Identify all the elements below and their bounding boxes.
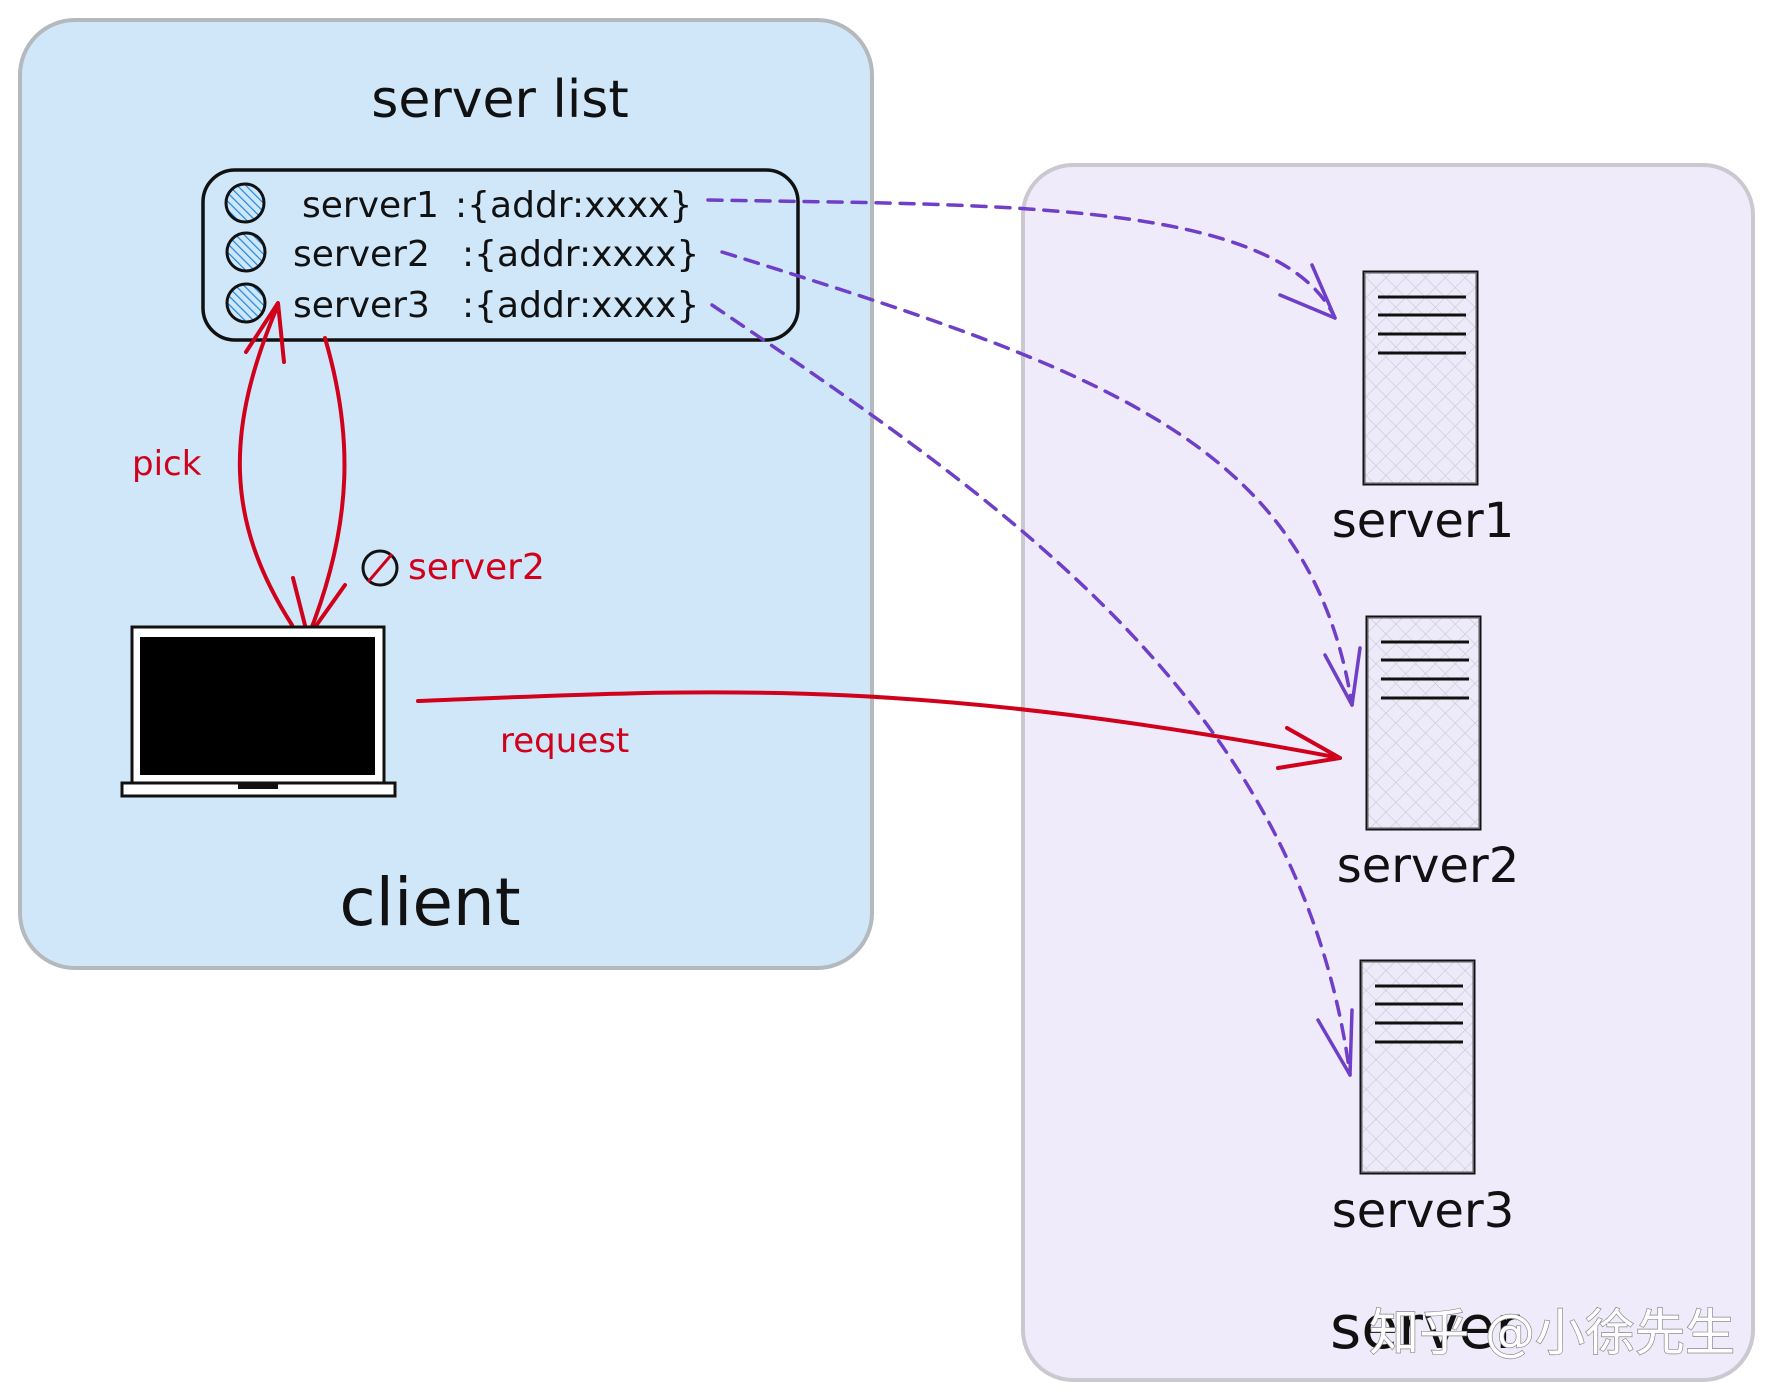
list-item-value: :{addr:xxxx} <box>455 185 692 226</box>
server2-label: server2 <box>1337 838 1519 894</box>
server-status-icon <box>225 282 267 324</box>
server2-icon <box>1365 615 1482 831</box>
dashed-arrowheads <box>1278 263 1362 1077</box>
pick-up-arrowhead <box>244 301 286 364</box>
server3-label: server3 <box>1332 1183 1514 1239</box>
pick-up-arrow <box>237 303 294 627</box>
list-item-value: :{addr:xxxx} <box>462 234 699 275</box>
picked-server-icon <box>361 549 399 587</box>
server-panel-label: server <box>1330 1293 1520 1363</box>
dashed-arrows <box>706 198 1354 1077</box>
list-item-server3: server3 :{addr:xxxx} <box>225 282 699 326</box>
server3-icon <box>1359 959 1476 1175</box>
arrow-to-server1 <box>706 198 1337 320</box>
list-item-server1: server1 :{addr:xxxx} <box>224 182 692 226</box>
list-item-name: server3 <box>293 285 430 326</box>
pick-down-arrow <box>306 336 347 639</box>
pick-label: pick <box>132 444 202 484</box>
server1-label: server1 <box>1332 493 1514 549</box>
request-arrow <box>416 690 1342 770</box>
client-label: client <box>339 864 520 941</box>
server-list-box <box>201 168 800 342</box>
server-list-title: server list <box>371 70 629 130</box>
arrow-to-server3 <box>710 303 1352 1077</box>
picked-server: server2 <box>361 547 545 588</box>
server-status-icon <box>225 231 267 273</box>
picked-server-label: server2 <box>408 547 545 588</box>
list-item-value: :{addr:xxxx} <box>462 285 699 326</box>
client-panel <box>18 18 874 970</box>
server-status-icon <box>224 182 266 224</box>
list-item-name: server2 <box>293 234 430 275</box>
list-item-server2: server2 :{addr:xxxx} <box>225 231 699 275</box>
laptop-icon <box>120 625 397 798</box>
server1-icon <box>1362 270 1479 486</box>
watermark: 知乎 @小徐先生 <box>1369 1304 1735 1362</box>
list-item-name: server1 <box>302 185 439 226</box>
request-label: request <box>500 721 629 761</box>
